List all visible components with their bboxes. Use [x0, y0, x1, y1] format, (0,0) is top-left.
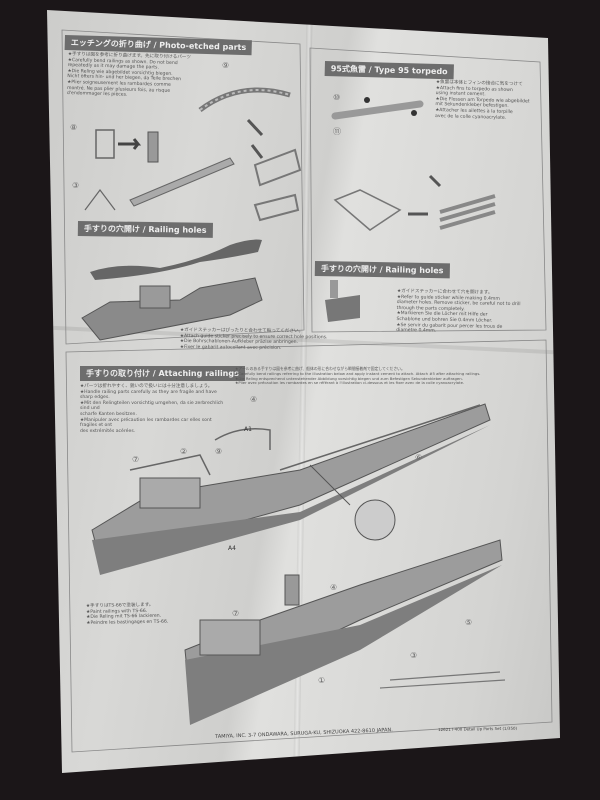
step-number: ⑨: [222, 61, 229, 70]
step-number: ⑪: [333, 127, 341, 136]
deck-outline: [90, 239, 262, 280]
step-number: ④: [330, 583, 337, 592]
section-header-railing-holes: 手すりの穴開け / Railing holes: [77, 221, 213, 238]
step-number: ⑦: [232, 609, 239, 618]
step-number: ⑦: [132, 455, 139, 464]
step-number: ⑩: [333, 93, 340, 102]
step-number: ⑨: [215, 447, 222, 456]
frame-bottom: [65, 339, 553, 753]
step-number: ③: [72, 181, 79, 190]
step-number: ①: [318, 676, 325, 685]
hull-side-view: [81, 277, 263, 341]
step-number: ⑧: [70, 123, 77, 132]
arrow-icon: [118, 138, 142, 150]
curved-railing-part: [198, 87, 291, 113]
railing-sketch: [129, 404, 481, 476]
part-label-a4: A4: [228, 545, 236, 552]
step-number: ④: [250, 395, 257, 404]
paint-notes: ★手すりはTS-66で塗装します。★Paint railings with TS…: [86, 602, 169, 626]
railing-holes-2-notes: ★ガイドステッカーに合わせて穴を開けます。★Refer to guide sti…: [396, 289, 521, 334]
torpedo: [331, 100, 424, 120]
section-header-railing-holes-2: 手すりの穴開け / Railing holes: [314, 261, 450, 279]
railing-detail-inset: [379, 671, 506, 689]
step-number: ⑥: [415, 453, 422, 462]
attaching-notes-left: ★パーツは折れやすく、鋭いので扱いには十分注意しましょう。★Handle rai…: [80, 384, 224, 434]
step-number: ②: [180, 447, 187, 456]
step-number: ⑤: [465, 618, 472, 627]
attaching-notes-right: ★アールのある手すりは図を参考に曲げ、船体の形に合わせながら瞬間接着剤で固定して…: [235, 366, 481, 386]
railing-part-grid: [95, 129, 115, 159]
railing-holes-notes: ★ガイドステッカーはぴったりと合わせて貼ってください。★Attach guide…: [179, 328, 328, 351]
section-header-attaching-railings: 手すりの取り付け / Attaching railings: [80, 366, 245, 381]
straight-railing-part: [129, 157, 235, 207]
step-number: ③: [410, 651, 417, 660]
frame-top-right: [309, 47, 547, 333]
arrow-icon: [246, 118, 264, 159]
torpedo-rack: [439, 194, 496, 230]
part-label-a1: A1: [244, 426, 252, 433]
detail-callout: [354, 499, 396, 541]
arrow-icon: [408, 174, 442, 216]
torpedo-notes: ★魚雷は本体とフィンの接合に気をつけて★Attach fins to torpe…: [434, 80, 530, 121]
photo-etched-notes: ★手すりは図を参考に折り曲げます。先に取り付けるパーツ★Carefully be…: [66, 52, 191, 98]
